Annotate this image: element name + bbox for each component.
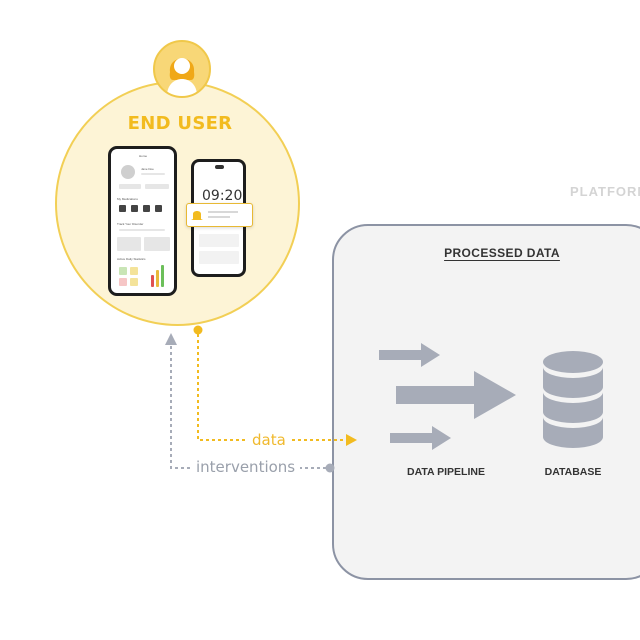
profile-button <box>145 184 169 189</box>
notification-card <box>186 203 253 227</box>
data-pipeline-label: DATA PIPELINE <box>407 466 485 478</box>
medication-icon <box>143 205 150 212</box>
profile-detail <box>141 173 165 175</box>
end-user-title: END USER <box>127 113 233 134</box>
stat-tile <box>130 267 138 275</box>
data-pipeline-icon <box>379 343 516 450</box>
notification-item <box>199 251 239 264</box>
profile-button <box>119 184 141 189</box>
notification-item <box>199 234 239 247</box>
section-track: Track Your Disorder <box>117 222 144 226</box>
section-medications: My Medications <box>117 197 138 201</box>
stat-bar <box>151 275 154 287</box>
profile-avatar-icon <box>121 165 135 179</box>
processed-data-title: PROCESSED DATA <box>444 246 560 260</box>
interventions-flow-label: interventions <box>196 458 296 476</box>
platform-label: PLATFORM <box>570 184 640 199</box>
data-flow-arrow <box>193 325 357 446</box>
track-card <box>117 237 141 251</box>
stat-bar <box>156 270 159 287</box>
data-flow-label: data <box>252 431 286 449</box>
medication-icon <box>119 205 126 212</box>
database-label: DATABASE <box>544 466 602 478</box>
track-line <box>119 229 165 231</box>
end-user-circle <box>55 81 300 326</box>
medication-icon <box>131 205 138 212</box>
stat-tile <box>130 278 138 286</box>
stat-bar <box>161 265 164 287</box>
phone-header: Home <box>139 154 148 158</box>
phone-notch <box>215 165 224 169</box>
database-icon <box>543 351 603 448</box>
stat-tile <box>119 278 127 286</box>
profile-name: Jane Doe <box>141 167 154 171</box>
section-statistics: Active Daily Statistics <box>117 257 146 261</box>
stat-tile <box>119 267 127 275</box>
lockscreen-clock: 09:20 <box>202 188 243 204</box>
dashboard-phone: Home Jane Doe My Medications Track Your … <box>108 146 177 296</box>
medication-icon <box>155 205 162 212</box>
user-avatar-icon <box>153 40 211 98</box>
track-card <box>144 237 170 251</box>
interventions-flow-arrow <box>165 333 335 473</box>
